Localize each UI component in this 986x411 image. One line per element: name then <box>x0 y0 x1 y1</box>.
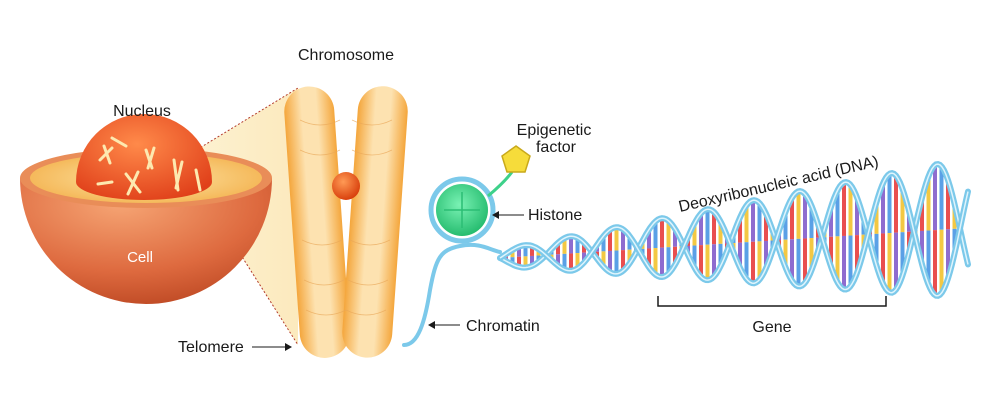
epigenetic-factor-shape <box>501 145 531 173</box>
gene-bracket <box>657 296 887 307</box>
dna-backbone-highlight <box>499 172 969 297</box>
zoom-line-top <box>179 87 299 161</box>
nucleus <box>76 114 212 200</box>
telomere-label: Telomere <box>178 339 244 356</box>
nucleus-chromosomes <box>96 136 202 196</box>
epigenetic-label-line2: factor <box>536 139 577 156</box>
gene-label: Gene <box>752 319 791 336</box>
cell-label: Cell <box>127 249 153 266</box>
histone-label: Histone <box>528 207 582 224</box>
chromosome-label: Chromosome <box>298 47 394 64</box>
chromatin-arrowhead <box>428 321 435 329</box>
telomere-arrowhead <box>285 343 292 351</box>
nucleus-label: Nucleus <box>113 103 171 120</box>
epigenetic-label-line1: Epigenetic <box>517 122 592 139</box>
epigenetic-tether <box>487 171 514 198</box>
histone-arrowhead <box>492 211 499 219</box>
chromatin-label: Chromatin <box>466 318 540 335</box>
centromere <box>332 172 360 200</box>
dna-backbone-highlight <box>499 163 969 294</box>
chromosome <box>284 86 408 358</box>
dna-double-helix <box>497 161 971 299</box>
histone <box>428 176 496 244</box>
chromatin-strand <box>402 242 502 347</box>
